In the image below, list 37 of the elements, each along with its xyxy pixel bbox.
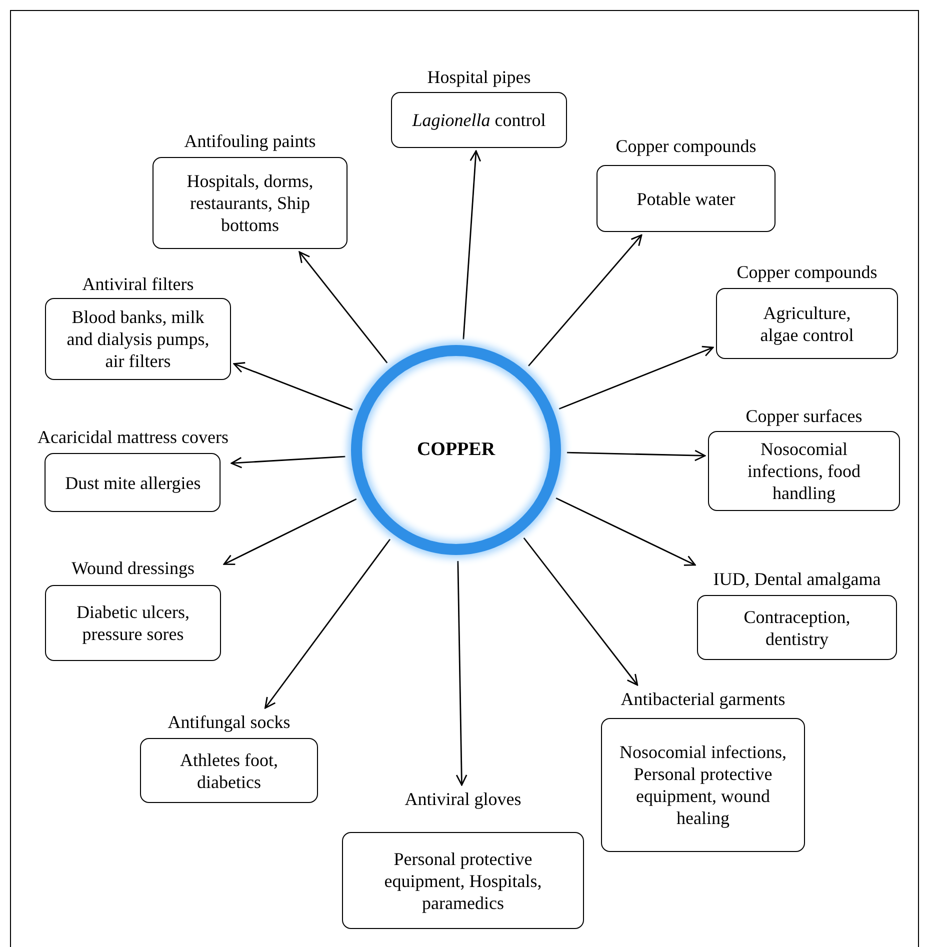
application-text: Dust mite allergies	[65, 472, 201, 494]
application-text: Nosocomial infections, Personal protective equipment, wound healing	[618, 741, 788, 829]
arrow	[223, 498, 357, 565]
category-heading: Wound dressings	[71, 557, 195, 579]
application-text: Potable water	[636, 188, 736, 210]
category-heading: Copper surfaces	[746, 405, 862, 427]
arrow	[558, 346, 714, 410]
category-heading: Acaricidal mattress covers	[38, 426, 228, 448]
application-text: Hospitals, dorms, restaurants, Ship bottoms	[186, 170, 314, 236]
arrow	[233, 362, 353, 410]
arrow	[462, 150, 482, 340]
application-text: Lagionella control	[412, 109, 546, 131]
arrow	[264, 538, 391, 709]
category-heading: Antifouling paints	[184, 130, 316, 152]
category-heading: Hospital pipes	[427, 66, 531, 88]
category-heading: Copper compounds	[736, 261, 878, 283]
arrow	[230, 456, 346, 468]
application-text: Contraception, dentistry	[742, 606, 852, 650]
application-text: Diabetic ulcers, pressure sores	[76, 601, 190, 645]
application-text: Personal protective equipment, Hospitals, paramedics	[383, 848, 543, 914]
application-text: Agriculture, algae control	[759, 302, 855, 346]
category-heading: IUD, Dental amalgama	[713, 568, 881, 590]
arrow	[566, 450, 706, 462]
category-heading: Antiviral gloves	[404, 788, 522, 810]
application-text: Blood banks, milk and dialysis pumps, air filters	[66, 306, 210, 372]
arrow	[298, 251, 388, 364]
category-heading: Antibacterial garments	[620, 688, 786, 710]
category-heading: Copper compounds	[616, 135, 756, 157]
center-label: COPPER	[416, 439, 496, 461]
application-text: Athletes foot, diabetics	[179, 748, 279, 792]
arrow	[523, 537, 638, 686]
arrow	[528, 234, 642, 366]
category-heading: Antiviral filters	[82, 273, 194, 295]
arrow	[556, 497, 696, 566]
arrow	[456, 560, 468, 786]
category-heading: Antifungal socks	[168, 711, 290, 733]
application-text: Nosocomial infections, food handling	[746, 438, 862, 504]
